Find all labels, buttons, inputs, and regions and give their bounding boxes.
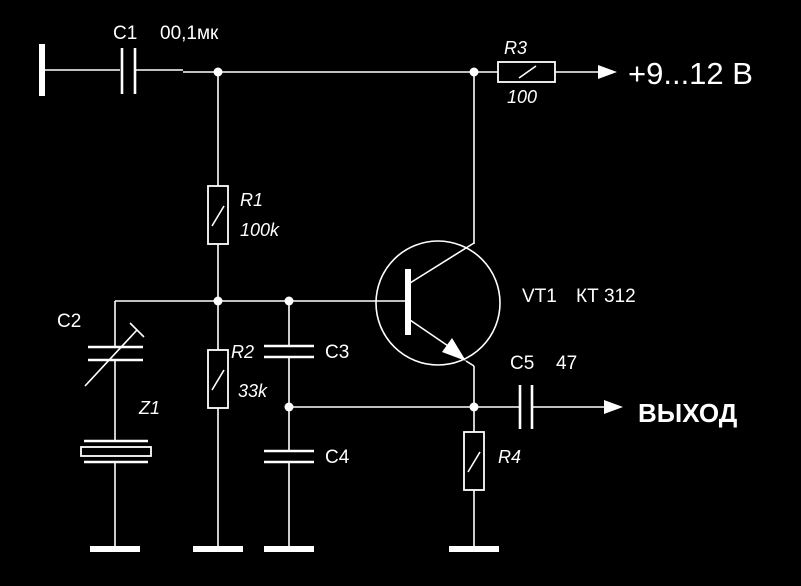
label-c1: C1 [113, 23, 137, 44]
capacitor-c3 [264, 344, 314, 359]
wire-emitter-stub [465, 360, 475, 367]
resistor-r3 [497, 61, 556, 83]
label-c5: C5 [510, 353, 534, 374]
capacitor-c4 [264, 449, 314, 464]
label-r3: R3 [504, 38, 527, 58]
label-supply: +9...12 В [628, 56, 753, 91]
capacitor-c5 [518, 385, 534, 429]
transistor-vt1 [375, 240, 501, 366]
arrow-output [604, 400, 623, 414]
arrow-supply [598, 65, 617, 79]
label-vt1-type: КТ 312 [576, 286, 636, 307]
quartz-crystal-z1 [80, 439, 152, 464]
capacitor-c1 [120, 48, 137, 94]
label-c5-value: 47 [556, 353, 577, 374]
label-c2: C2 [57, 311, 81, 332]
label-r2-value: 33k [238, 381, 268, 401]
label-r1-value: 100k [240, 220, 280, 240]
label-c3: C3 [325, 342, 349, 363]
label-vt1: VT1 [522, 286, 557, 307]
trimmer-capacitor-c2 [84, 322, 145, 387]
label-z1: Z1 [138, 398, 160, 418]
label-c4: C4 [325, 447, 350, 468]
label-r2: R2 [231, 342, 254, 362]
resistor-r4 [463, 431, 485, 491]
label-r1: R1 [240, 190, 263, 210]
label-c1-value: 00,1мк [160, 23, 219, 44]
resistor-r2 [207, 349, 229, 409]
resistor-r1 [207, 185, 229, 245]
label-r4: R4 [498, 447, 521, 467]
label-output: ВЫХОД [638, 398, 738, 428]
label-r3-value: 100 [507, 87, 537, 107]
